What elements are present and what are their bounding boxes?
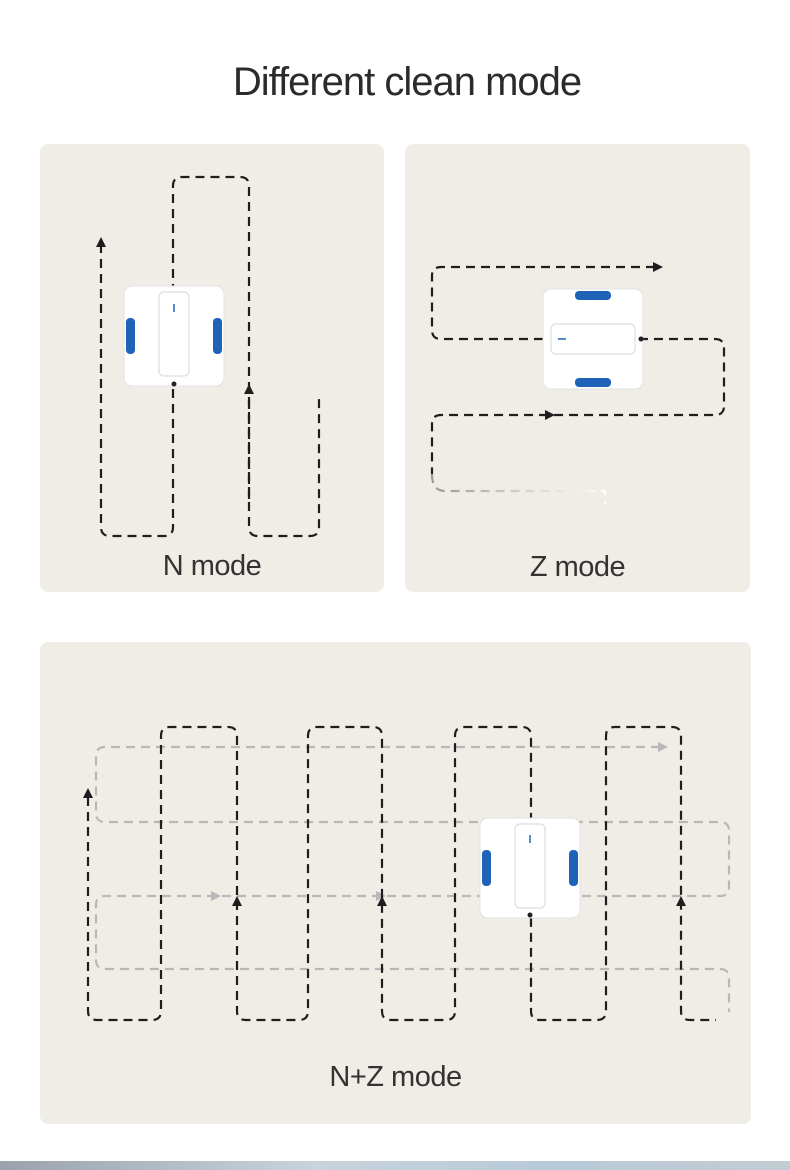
window-cleaning-robot-icon (542, 288, 644, 390)
path-arrow-icon (377, 896, 387, 906)
page-title: Different clean mode (232, 60, 582, 104)
nz-mode-panel: N+Z mode (40, 642, 751, 1124)
path-arrow-icon (676, 896, 686, 906)
window-cleaning-robot-icon (479, 817, 581, 919)
path-arrow-icon (653, 262, 663, 272)
z-mode-path (430, 265, 726, 474)
z-mode-path-diagram (430, 262, 726, 504)
z-mode-fading-path (430, 473, 607, 504)
n-mode-path-diagram (96, 175, 328, 538)
window-cleaning-robot-icon (123, 285, 225, 387)
path-arrow-icon (211, 891, 221, 901)
path-arrow-icon (545, 410, 555, 420)
path-arrow-icon (96, 237, 106, 247)
nz-mode-path-diagram (83, 725, 731, 1022)
n-mode-panel: N mode (40, 144, 384, 592)
nz-mode-label: N+Z mode (329, 1061, 462, 1093)
path-arrow-icon (232, 896, 242, 906)
path-arrow-icon (658, 742, 668, 752)
nz-mode-z-path (94, 745, 731, 1012)
bottom-divider-strip (0, 1161, 790, 1170)
z-mode-panel: Z mode (405, 144, 750, 592)
nz-mode-n-path (86, 725, 716, 1022)
n-mode-label: N mode (162, 550, 262, 582)
z-mode-label: Z mode (529, 551, 626, 583)
path-arrow-icon (244, 384, 254, 394)
n-mode-path (99, 175, 321, 538)
path-arrow-icon (83, 788, 93, 798)
